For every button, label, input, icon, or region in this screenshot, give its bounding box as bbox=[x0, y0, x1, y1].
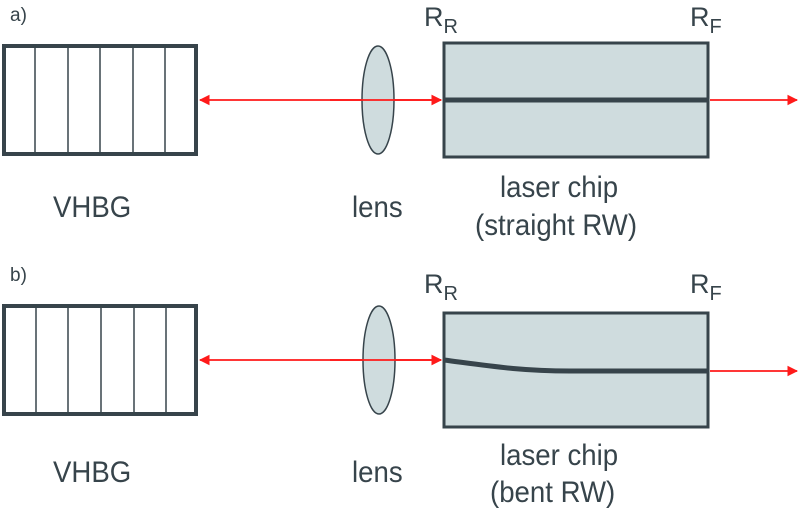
front-facet-reflectivity: RF bbox=[690, 269, 722, 305]
panel-a bbox=[2, 41, 799, 159]
reflectivity-symbol: R bbox=[690, 269, 710, 299]
vhbg-grating bbox=[2, 44, 198, 156]
panel-b bbox=[2, 304, 799, 429]
reflectivity-subscript: R bbox=[443, 16, 458, 38]
vhbg-label: VHBG bbox=[53, 191, 132, 224]
chip-label-line1: laser chip bbox=[500, 439, 619, 472]
reflectivity-subscript: F bbox=[709, 16, 722, 38]
rear-facet-reflectivity: RR bbox=[424, 2, 458, 38]
reflectivity-symbol: R bbox=[424, 269, 444, 299]
reflectivity-subscript: F bbox=[709, 283, 722, 305]
chip-label-line1: laser chip bbox=[500, 171, 619, 204]
reflectivity-symbol: R bbox=[690, 2, 710, 32]
panel-label-a: a) bbox=[10, 5, 27, 26]
reflectivity-symbol: R bbox=[424, 2, 444, 32]
vhbg-label: VHBG bbox=[53, 456, 132, 489]
rear-facet-reflectivity: RR bbox=[424, 269, 458, 305]
ridge-waveguide-bent bbox=[443, 357, 708, 374]
lens-label: lens bbox=[352, 456, 403, 489]
reflectivity-subscript: R bbox=[443, 283, 458, 305]
chip-label-line2: (straight RW) bbox=[475, 209, 638, 242]
lens-label: lens bbox=[352, 191, 403, 224]
panel-label-b: b) bbox=[10, 265, 27, 286]
front-facet-reflectivity: RF bbox=[690, 2, 722, 38]
chip-label-line2: (bent RW) bbox=[490, 476, 616, 509]
vhbg-grating bbox=[2, 304, 198, 416]
